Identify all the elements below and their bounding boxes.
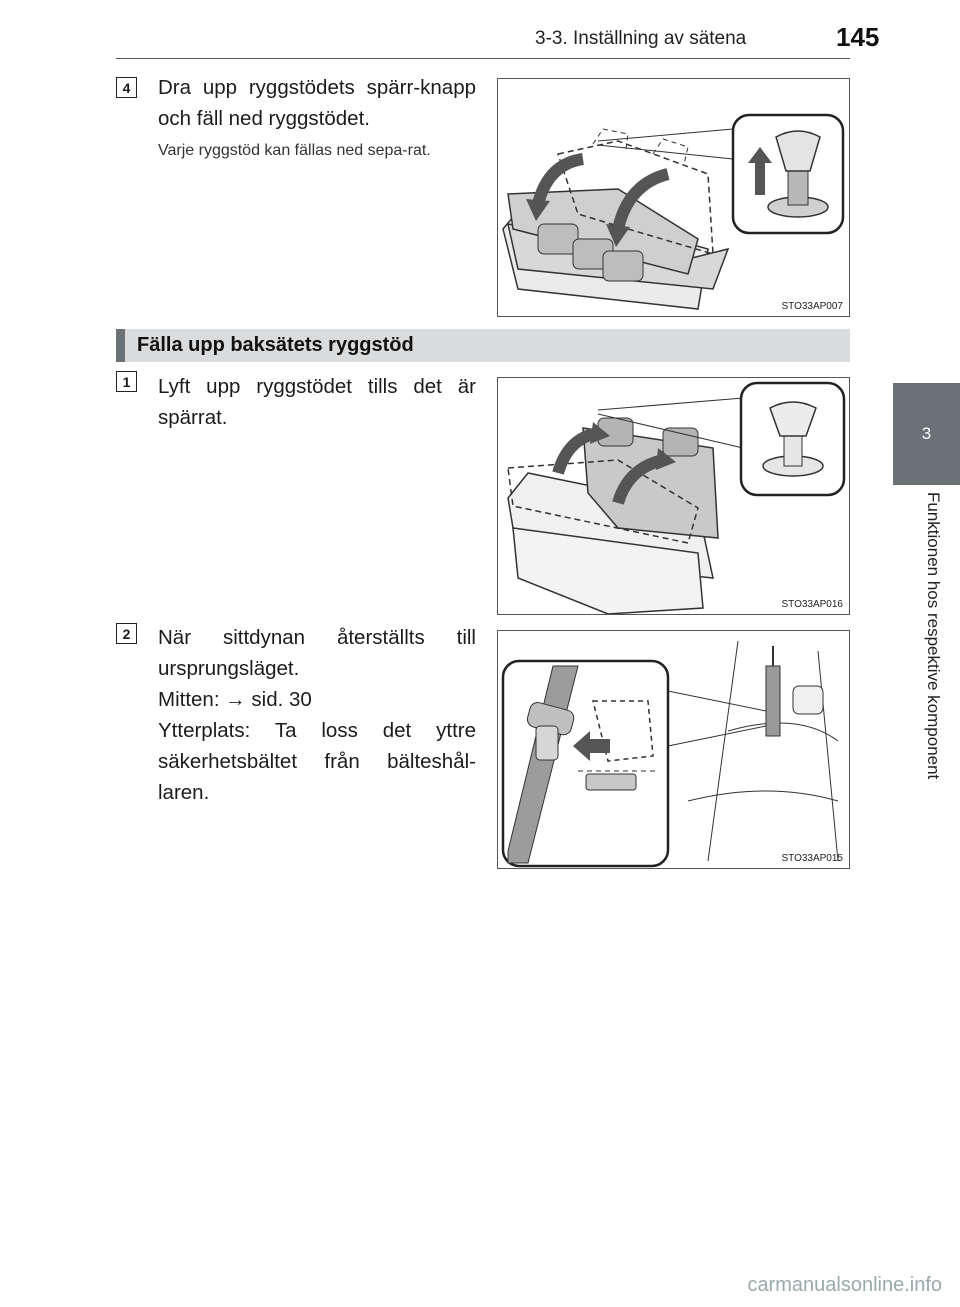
step-1-text: Lyft upp ryggstödet tills det är spärrat… <box>158 371 476 433</box>
figure-seatbelt-holder: STO33AP015 <box>497 630 850 869</box>
section-heading: Fälla upp baksätets ryggstöd <box>137 334 414 356</box>
chapter-tab[interactable]: 3 <box>893 383 960 485</box>
step-4-note: Varje ryggstöd kan fällas ned sepa-rat. <box>158 142 431 159</box>
watermark: carmanualsonline.info <box>747 1274 942 1296</box>
seat-raise-illustration <box>507 381 846 614</box>
header-divider <box>116 58 850 59</box>
figure-code: STO33AP016 <box>781 599 843 610</box>
chapter-title: Funktionen hos respektive komponent <box>924 492 943 780</box>
seatbelt-holder-illustration <box>501 640 839 868</box>
step-2-outer-instruction: Ytterplats: Ta loss det yttre säkerhetsb… <box>158 719 476 804</box>
page-number: 145 <box>836 22 880 52</box>
header-section-title: 3-3. Inställning av sätena <box>535 28 747 49</box>
figure-code: STO33AP007 <box>781 301 843 312</box>
step-1-instruction: Lyft upp ryggstödet tills det är spärrat… <box>158 375 476 429</box>
figure-raise-seatback: STO33AP016 <box>497 377 850 615</box>
step-number-box: 4 <box>116 77 137 98</box>
section-heading-bar: Fälla upp baksätets ryggstöd <box>116 329 850 362</box>
seat-fold-down-illustration <box>502 113 845 310</box>
chapter-number: 3 <box>921 424 932 443</box>
figure-fold-down-seatback: STO33AP007 <box>497 78 850 317</box>
step-number-box: 2 <box>116 623 137 644</box>
step-2-text: När sittdynan återställts till ursprungs… <box>158 622 476 808</box>
step-number-box: 1 <box>116 371 137 392</box>
step-4-text: Dra upp ryggstödets spärr-knapp och fäll… <box>158 72 476 134</box>
step-4-instruction: Dra upp ryggstödets spärr-knapp och fäll… <box>158 76 476 130</box>
step-2-center-reference: Mitten: → sid. 30 <box>158 688 312 711</box>
figure-code: STO33AP015 <box>781 853 843 864</box>
step-2-instruction: När sittdynan återställts till ursprungs… <box>158 626 476 680</box>
